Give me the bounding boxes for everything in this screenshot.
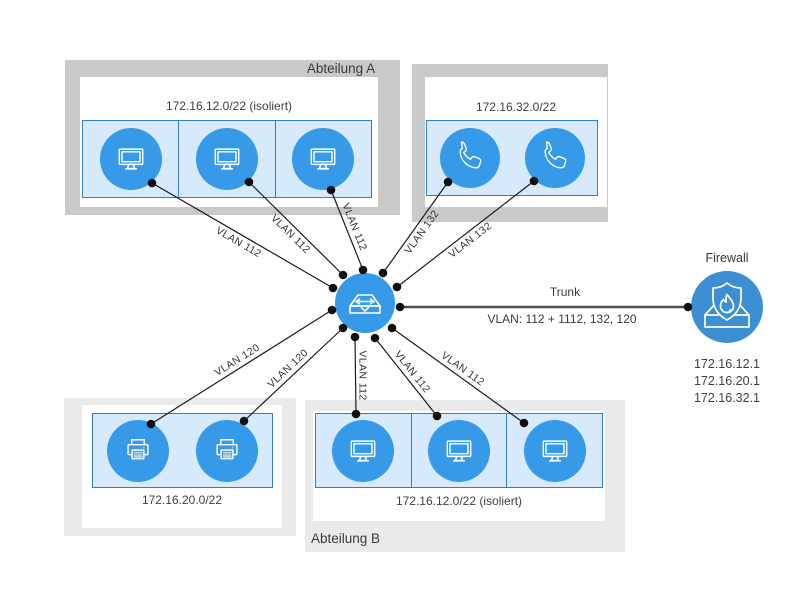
edge-label-vlan: VLAN 112 (439, 349, 487, 388)
computer-node (195, 128, 258, 190)
edge-label-vlan: VLAN 120 (212, 342, 262, 379)
device-cell (507, 414, 602, 487)
printer-icon (127, 438, 149, 459)
device-strip-voip (426, 120, 598, 196)
device-cell (179, 121, 276, 197)
computer-node (428, 419, 490, 482)
group-title-abteilung-b: Abteilung B (311, 531, 381, 546)
device-strip-abteilung-b (315, 413, 603, 488)
printer-node (196, 419, 259, 482)
trunk-label: Trunk (550, 285, 581, 299)
computer-node (332, 419, 395, 482)
subnet-label-printers: 172.16.20.0/22 (141, 493, 223, 507)
phone-handset-icon (459, 141, 481, 169)
firewall-title: Firewall (705, 251, 749, 265)
edge-label-vlan: VLAN 132 (447, 220, 495, 261)
firewall-ip: 172.16.32.1 (693, 391, 761, 405)
edge-label-vlan: VLAN 112 (357, 350, 369, 400)
phone-node (524, 128, 585, 188)
device-cell (316, 414, 412, 487)
phone-handset-icon (544, 141, 566, 169)
monitor-icon (350, 439, 376, 462)
device-strip-abteilung-a (82, 120, 372, 198)
printer-node (106, 419, 169, 482)
computer-node (99, 128, 162, 190)
edge-label-vlan: VLAN 112 (392, 349, 433, 396)
monitor-icon (214, 148, 240, 170)
connection-dot (370, 333, 380, 343)
device-strip-printers (92, 413, 273, 488)
connection-dot (395, 302, 405, 312)
edge-label-vlan: VLAN 120 (265, 347, 310, 391)
firewall-shield-flame-icon (704, 282, 750, 328)
switch-node (335, 273, 395, 333)
subnet-label-voip: 172.16.32.0/22 (475, 100, 557, 114)
phone-node (439, 128, 500, 188)
firewall-node (691, 271, 763, 343)
device-cell (83, 121, 180, 197)
group-title-abteilung-a: Abteilung A (306, 61, 376, 76)
monitor-icon (310, 148, 336, 170)
subnet-label-abteilung-a: 172.16.12.0/22 (isoliert) (165, 99, 293, 113)
network-switch-icon (349, 294, 381, 314)
firewall-ip: 172.16.12.1 (693, 357, 761, 371)
firewall-ip-list: 172.16.12.1 172.16.20.1 172.16.32.1 (677, 356, 777, 407)
firewall-ip: 172.16.20.1 (693, 374, 761, 388)
computer-node (523, 419, 586, 482)
subnet-label-abteilung-b: 172.16.12.0/22 (isoliert) (395, 494, 523, 508)
printer-icon (216, 438, 238, 459)
monitor-icon (542, 439, 568, 462)
edge-label-vlan: VLAN 112 (214, 225, 264, 261)
device-cell (276, 121, 371, 197)
monitor-icon (446, 439, 472, 462)
computer-node (292, 128, 355, 190)
connection-dot (350, 332, 360, 342)
edge-label-vlan: VLAN 112 (268, 212, 312, 256)
device-cell (412, 414, 508, 487)
trunk-vlans-label: VLAN: 112 + 1112, 132, 120 (487, 312, 636, 326)
monitor-icon (118, 148, 144, 170)
